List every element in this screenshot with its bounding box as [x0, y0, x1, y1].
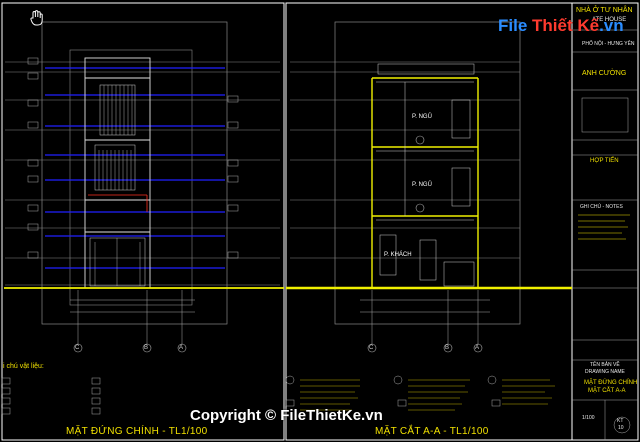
hand-cursor-icon — [30, 10, 44, 31]
titleblock-location: PHỐ NỘI - HƯNG YÊN — [582, 41, 635, 47]
titleblock-scale: 1/100 — [582, 415, 595, 421]
axis-label-b-section: B — [445, 345, 450, 351]
titleblock-owner: ANH CƯỜNG — [582, 70, 627, 77]
titleblock-sheet-title-2: MẶT CẮT A-A — [588, 388, 626, 394]
filethietke-logo: File Thiết Kế.vn — [498, 17, 624, 35]
logo-part-vn: .vn — [599, 16, 624, 35]
titleblock-header-en: ATE HOUSE — [592, 17, 627, 23]
room-label-bedroom-upper: P. NGỦ — [412, 114, 432, 120]
front-elevation — [1, 21, 284, 415]
title-block-grid — [572, 29, 638, 440]
logo-part-thietke: Thiết Kế — [532, 16, 600, 35]
titleblock-drawing-name: TÊN BẢN VẼ — [590, 362, 620, 368]
axis-label-a-section: A — [475, 345, 480, 351]
copyright-watermark: Copyright © FileThietKe.vn — [190, 407, 383, 424]
axis-label-b-front: B — [144, 345, 149, 351]
room-label-bedroom-lower: P. NGỦ — [412, 182, 432, 188]
axis-label-c-front: C — [75, 345, 80, 351]
titleblock-header: NHÀ Ở TƯ NHÂN — [576, 7, 633, 14]
legend-heading: i chú vật liệu: — [3, 363, 44, 370]
section-title: MẶT CẮT A-A - TL1/100 — [375, 426, 489, 437]
titleblock-sheet-num: 10 — [618, 425, 624, 431]
titleblock-notes: GHI CHÚ - NOTES — [580, 204, 623, 210]
titleblock-sheet-title: MẶT ĐỨNG CHÍNH — [584, 380, 638, 386]
section-aa — [285, 21, 572, 411]
titleblock-drawing-name-en: DRAWING NAME — [585, 369, 625, 375]
logo-part-file: File — [498, 16, 533, 35]
titleblock-hop-tien: HỢP TIẾN — [590, 158, 619, 164]
room-label-living: P. KHÁCH — [384, 252, 412, 258]
axis-label-c-section: C — [369, 345, 374, 351]
titleblock-sheet-no: KT — [617, 418, 624, 424]
front-elevation-title: MẶT ĐỨNG CHÍNH - TL1/100 — [66, 426, 208, 437]
axis-label-a-front: A — [179, 345, 184, 351]
